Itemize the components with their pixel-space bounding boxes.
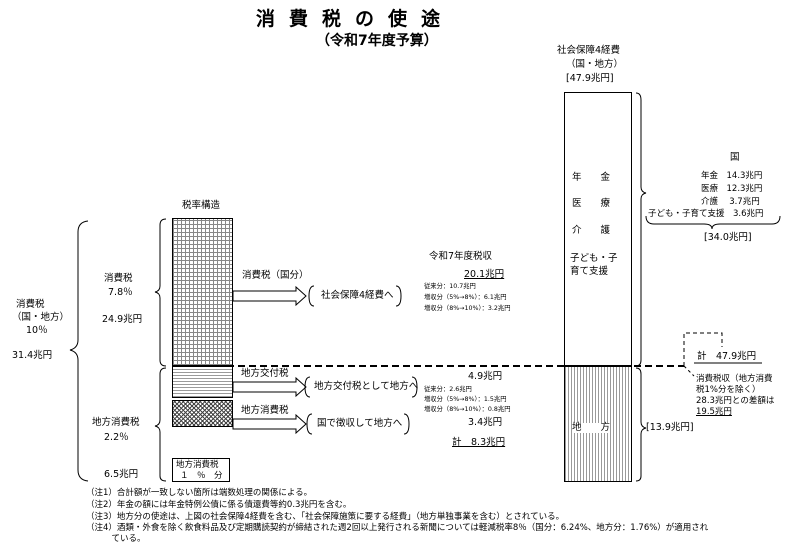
- revenue-national-total: 20.1兆円: [464, 269, 505, 280]
- revenue-local-total: 3.4兆円: [468, 417, 503, 428]
- local-tax-rate: 2.2％: [104, 432, 129, 443]
- total-tax-sub: （国・地方）: [12, 312, 70, 323]
- social-national-block: [564, 92, 632, 366]
- flow-local-consumption-tax: 地方消費税: [241, 405, 289, 416]
- national-tax-amount: 24.9兆円: [102, 314, 143, 325]
- difference-note: 19.5兆円: [696, 407, 732, 417]
- total-tax-rate: 10％: [26, 325, 48, 336]
- footnote: ている。: [86, 534, 146, 544]
- page-subtitle: （令和7年度予算）: [316, 33, 438, 49]
- social-local-label: 地 方: [572, 422, 611, 433]
- social-heading-amount: [47.9兆円]: [566, 73, 614, 84]
- social-item-pension: 年 金: [572, 172, 611, 183]
- revenue-heading: 令和7年度税収: [429, 251, 493, 262]
- flow-to-local-via-state: 国で徴収して地方へ: [317, 418, 403, 429]
- footnote: （注4）酒類・外食を除く飲食料品及び定期購読契約が締結された週2回以上発行される…: [86, 523, 709, 533]
- flow-national-tax: 消費税（国分）: [242, 270, 309, 281]
- flow-allocation-tax: 地方交付税: [241, 368, 289, 379]
- revenue-national-item: 従来分：10.7兆円: [424, 283, 476, 290]
- legend-line1: 地方消費税: [176, 460, 219, 470]
- social-heading: 社会保障4経費: [557, 45, 621, 56]
- difference-note: 消費税収（地方消費: [696, 374, 773, 384]
- national-item-medical: 医療 12.3兆円: [701, 184, 763, 194]
- national-heading: 国: [730, 152, 740, 163]
- revenue-grand-total: 計 8.3兆円: [452, 437, 506, 448]
- legend-box: [172, 458, 230, 482]
- national-total: 計 47.9兆円: [697, 351, 757, 362]
- local-allocation-block: [172, 366, 233, 398]
- revenue-allocation-item: 従来分：2.6兆円: [424, 386, 472, 393]
- flow-to-local-allocation: 地方交付税として地方へ: [314, 381, 419, 392]
- social-item-childcare: 子ども・子: [570, 253, 618, 264]
- social-local-amount: [13.9兆円]: [646, 422, 694, 433]
- national-subtotal: [34.0兆円]: [704, 232, 752, 243]
- revenue-allocation-item: 増収分（5%→8%）：1.5兆円: [424, 396, 507, 403]
- national-item-care: 介護 3.7兆円: [701, 197, 760, 207]
- footnote: （注3）地方分の使途は、上図の社会保障4経費を含む、「社会保障施策に要する経費」…: [86, 512, 565, 522]
- revenue-national-item: 増収分（5%→8%）：6.1兆円: [424, 294, 507, 301]
- revenue-national-item: 増収分（8%→10%）：3.2兆円: [424, 305, 511, 312]
- rate-structure-heading: 税率構造: [182, 200, 221, 211]
- flow-to-social: 社会保障4経費へ: [321, 290, 394, 301]
- total-tax-amount: 31.4兆円: [12, 350, 53, 361]
- page-title: 消費税の使途: [256, 8, 455, 30]
- national-tax-rate: 7.8％: [108, 287, 133, 298]
- social-item-care: 介 護: [572, 225, 611, 236]
- difference-note: 28.3兆円との差額は: [696, 396, 775, 406]
- local-consumption-block: [172, 400, 233, 427]
- national-item-pension: 年金 14.3兆円: [701, 171, 763, 181]
- social-item-medical: 医 療: [572, 198, 611, 209]
- social-heading-sub: （国・地方）: [566, 59, 624, 70]
- national-tax-label: 消費税: [104, 273, 133, 284]
- footnote: （注2）年金の額には年金特例公債に係る債還費等約0.3兆円を含む。: [86, 500, 352, 510]
- difference-note: 税1%分を除く）: [696, 385, 761, 395]
- social-item-childcare: 育て支援: [570, 266, 609, 277]
- revenue-allocation-total: 4.9兆円: [468, 371, 503, 382]
- local-tax-label: 地方消費税: [92, 417, 140, 428]
- national-item-childcare: 子ども・子育て支援 3.6兆円: [648, 209, 764, 219]
- footnote: （注1）合計額が一致しない箇所は端数処理の関係による。: [86, 488, 313, 498]
- local-tax-amount: 6.5兆円: [104, 469, 139, 480]
- revenue-allocation-item: 増収分（8%→10%）：0.8兆円: [424, 406, 511, 413]
- legend-line2: １ ％ 分: [180, 471, 223, 481]
- total-tax-label: 消費税: [16, 299, 45, 310]
